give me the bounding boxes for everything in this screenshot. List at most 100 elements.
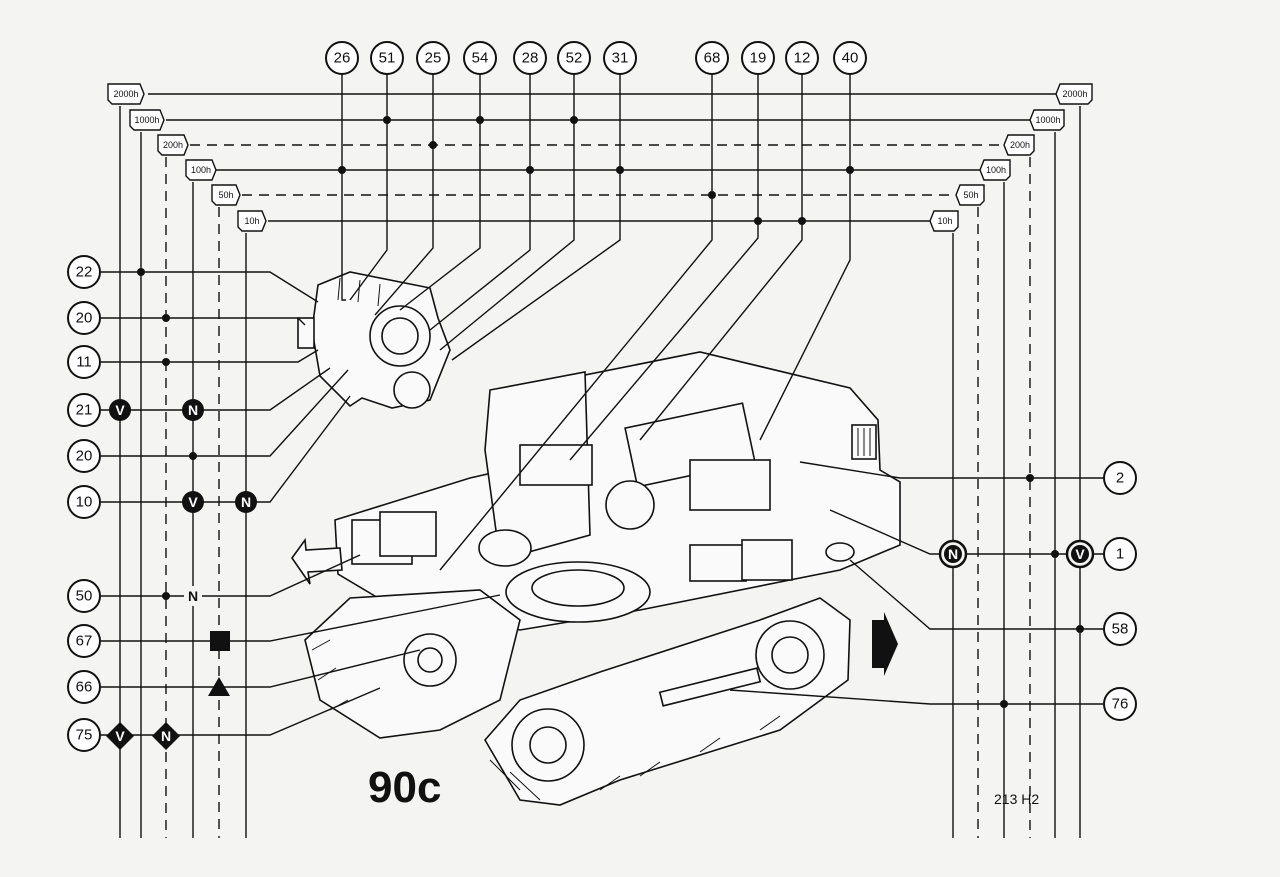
- interval-tag: 1000h: [129, 109, 165, 131]
- interval-tag: 10h: [237, 210, 267, 232]
- engine-illustration: [297, 271, 451, 409]
- renew-letter-symbol: N: [184, 586, 202, 606]
- callout-10: 10: [67, 485, 101, 519]
- right-vertical-lines: [952, 106, 1081, 838]
- svg-text:51: 51: [379, 50, 396, 67]
- svg-text:26: 26: [334, 50, 351, 67]
- svg-text:25: 25: [425, 50, 442, 67]
- callout-76: 76: [1103, 687, 1137, 721]
- renew-symbol-right: N: [938, 539, 968, 569]
- travel-arrow-outline: [291, 537, 343, 585]
- svg-text:1000h: 1000h: [1035, 115, 1060, 125]
- callout-12: 12: [785, 41, 819, 75]
- svg-text:54: 54: [472, 50, 489, 67]
- model-label: 90c: [368, 763, 441, 812]
- svg-text:67: 67: [76, 633, 93, 650]
- callout-75: 75: [67, 718, 101, 752]
- svg-text:100h: 100h: [191, 165, 211, 175]
- callout-51: 51: [370, 41, 404, 75]
- svg-text:50: 50: [76, 588, 93, 605]
- svg-text:66: 66: [76, 679, 93, 696]
- interval-tag: 10h: [929, 210, 959, 232]
- svg-text:12: 12: [794, 50, 811, 67]
- svg-text:V: V: [188, 494, 198, 510]
- check-level-symbol-right: V: [1065, 539, 1095, 569]
- check-level-symbol: V: [182, 491, 204, 513]
- renew-symbol: N: [235, 491, 257, 513]
- check-level-symbol: V: [109, 399, 131, 421]
- callout-22: 22: [67, 255, 101, 289]
- svg-text:2000h: 2000h: [113, 89, 138, 99]
- callout-21: 21: [67, 393, 101, 427]
- callout-20: 20: [67, 301, 101, 335]
- interval-tag: 50h: [955, 184, 985, 206]
- renew-symbol: N: [182, 399, 204, 421]
- svg-text:200h: 200h: [163, 140, 183, 150]
- interval-tag: 50h: [211, 184, 241, 206]
- svg-text:10h: 10h: [937, 216, 952, 226]
- svg-text:76: 76: [1112, 696, 1129, 713]
- svg-text:200h: 200h: [1010, 140, 1030, 150]
- interval-tag: 200h: [1003, 134, 1035, 156]
- svg-text:10: 10: [76, 494, 93, 511]
- left-vertical-lines: [119, 106, 247, 838]
- callout-1: 1: [1103, 537, 1137, 571]
- svg-text:2: 2: [1116, 470, 1124, 487]
- callout-19: 19: [741, 41, 775, 75]
- svg-text:21: 21: [76, 402, 93, 419]
- svg-text:58: 58: [1112, 621, 1129, 638]
- callout-40: 40: [833, 41, 867, 75]
- callout-66: 66: [67, 670, 101, 704]
- oil-triangle-symbol: [208, 677, 230, 696]
- svg-text:N: N: [241, 494, 251, 510]
- right-callouts: 2 1 58 76: [1103, 461, 1137, 721]
- right-leaders: [729, 461, 1104, 705]
- svg-text:40: 40: [842, 50, 859, 67]
- svg-text:V: V: [1075, 546, 1085, 562]
- callout-67: 67: [67, 624, 101, 658]
- left-leaders: [101, 271, 501, 736]
- check-diamond-symbol: V: [106, 722, 134, 750]
- callout-52: 52: [557, 41, 591, 75]
- renew-diamond-symbol: N: [152, 722, 180, 750]
- svg-text:50h: 50h: [218, 190, 233, 200]
- svg-text:28: 28: [522, 50, 539, 67]
- svg-text:10h: 10h: [244, 216, 259, 226]
- callout-25: 25: [416, 41, 450, 75]
- top-leaders: [341, 74, 851, 571]
- excavator-drawing: [291, 271, 901, 806]
- top-callouts: 26 51 25 54 28 52 31 68 19 12 40: [325, 41, 867, 75]
- svg-text:11: 11: [76, 354, 92, 371]
- svg-text:68: 68: [704, 50, 721, 67]
- interval-tag: 2000h: [107, 83, 145, 105]
- callout-26: 26: [325, 41, 359, 75]
- interval-tags-left: 2000h 1000h 200h 100h 50h 10h: [107, 83, 267, 232]
- grease-square-symbol: [210, 631, 230, 651]
- interval-tag: 1000h: [1029, 109, 1065, 131]
- svg-text:N: N: [161, 728, 171, 744]
- svg-text:19: 19: [750, 50, 767, 67]
- svg-text:20: 20: [76, 310, 93, 327]
- callout-11: 11: [67, 345, 101, 379]
- svg-text:52: 52: [566, 50, 583, 67]
- service-symbols: V N V N N V N N: [106, 399, 1095, 750]
- svg-text:N: N: [948, 546, 958, 562]
- svg-text:2000h: 2000h: [1062, 89, 1087, 99]
- travel-arrow-solid: [872, 612, 898, 676]
- callout-28: 28: [513, 41, 547, 75]
- svg-text:31: 31: [612, 50, 629, 67]
- callout-31: 31: [603, 41, 637, 75]
- callout-2: 2: [1103, 461, 1137, 495]
- svg-text:20: 20: [76, 448, 93, 465]
- reference-code: 213 H2: [994, 791, 1039, 807]
- interval-lines: [148, 93, 1058, 222]
- svg-text:N: N: [188, 588, 198, 604]
- interval-tags-right: 2000h 1000h 200h 100h 50h 10h: [929, 83, 1093, 232]
- junction-dots: [137, 116, 1084, 708]
- callout-68: 68: [695, 41, 729, 75]
- callout-20-b: 20: [67, 439, 101, 473]
- svg-text:22: 22: [76, 264, 93, 281]
- svg-text:100h: 100h: [986, 165, 1006, 175]
- svg-text:N: N: [188, 402, 198, 418]
